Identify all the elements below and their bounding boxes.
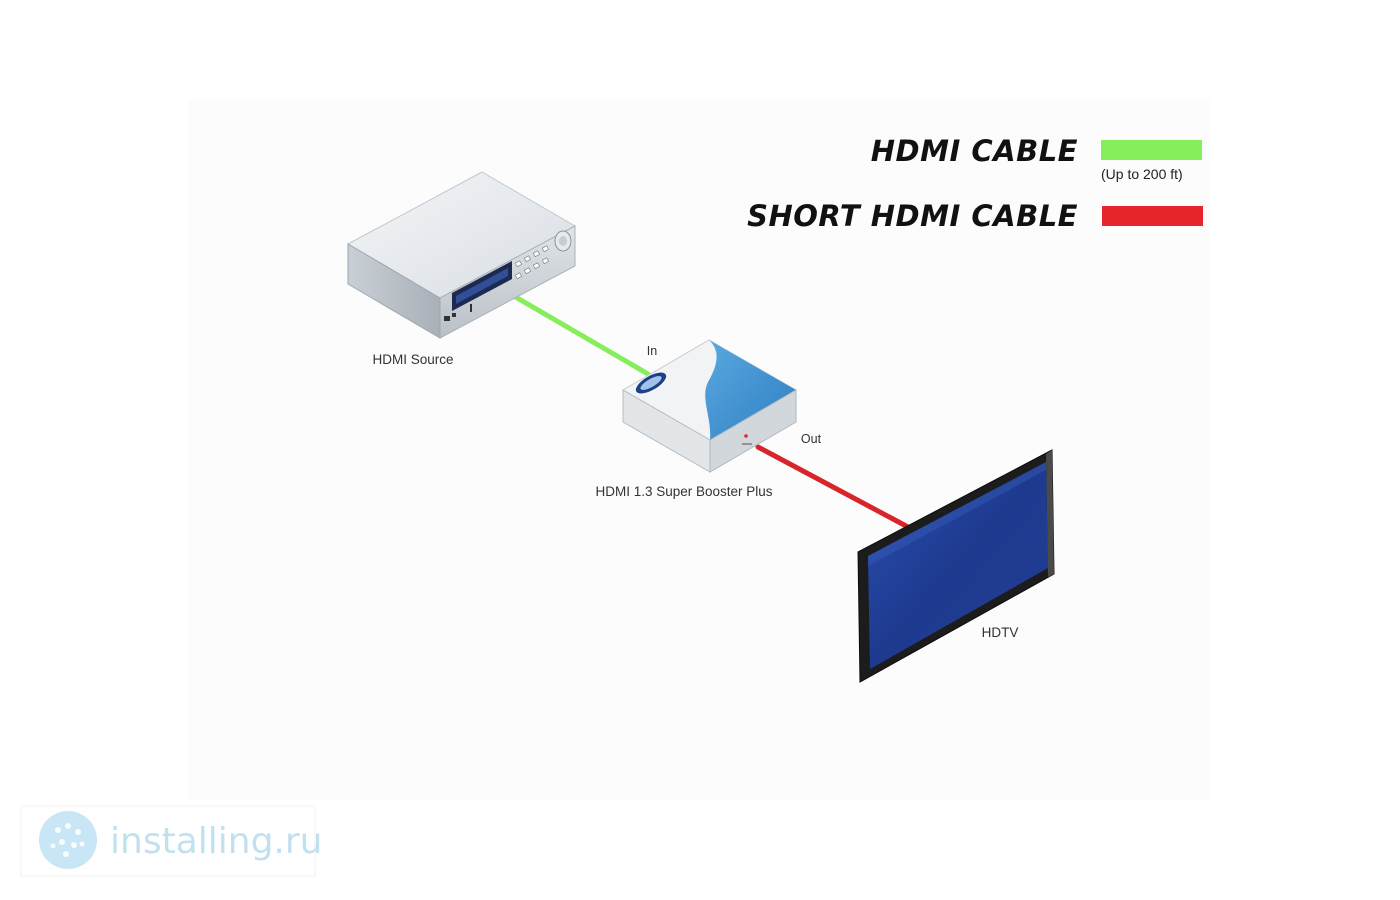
legend: HDMI CABLE (Up to 200 ft) SHORT HDMI CAB… [747,134,1203,233]
super-booster-label: HDMI 1.3 Super Booster Plus [595,484,772,499]
watermark-logo-icon [39,811,97,869]
cable-hdmi-green [504,289,651,377]
booster-in-label: In [647,344,657,358]
legend-note-length: (Up to 200 ft) [1101,166,1183,182]
hdtv-label: HDTV [982,625,1019,640]
hdmi-source-device [346,171,577,339]
hdtv-device [857,449,1055,683]
hdmi-source-label: HDMI Source [372,352,453,367]
cable-short-hdmi-red [755,444,911,530]
watermark-text: installing.ru [110,821,322,862]
booster-out-label: Out [801,432,822,446]
legend-label-hdmi-cable: HDMI CABLE [871,134,1078,168]
legend-swatch-green [1101,140,1202,160]
legend-label-short-hdmi-cable: SHORT HDMI CABLE [747,199,1078,233]
watermark: installing.ru [20,805,322,877]
legend-swatch-red [1102,206,1203,226]
super-booster-device [622,339,797,473]
